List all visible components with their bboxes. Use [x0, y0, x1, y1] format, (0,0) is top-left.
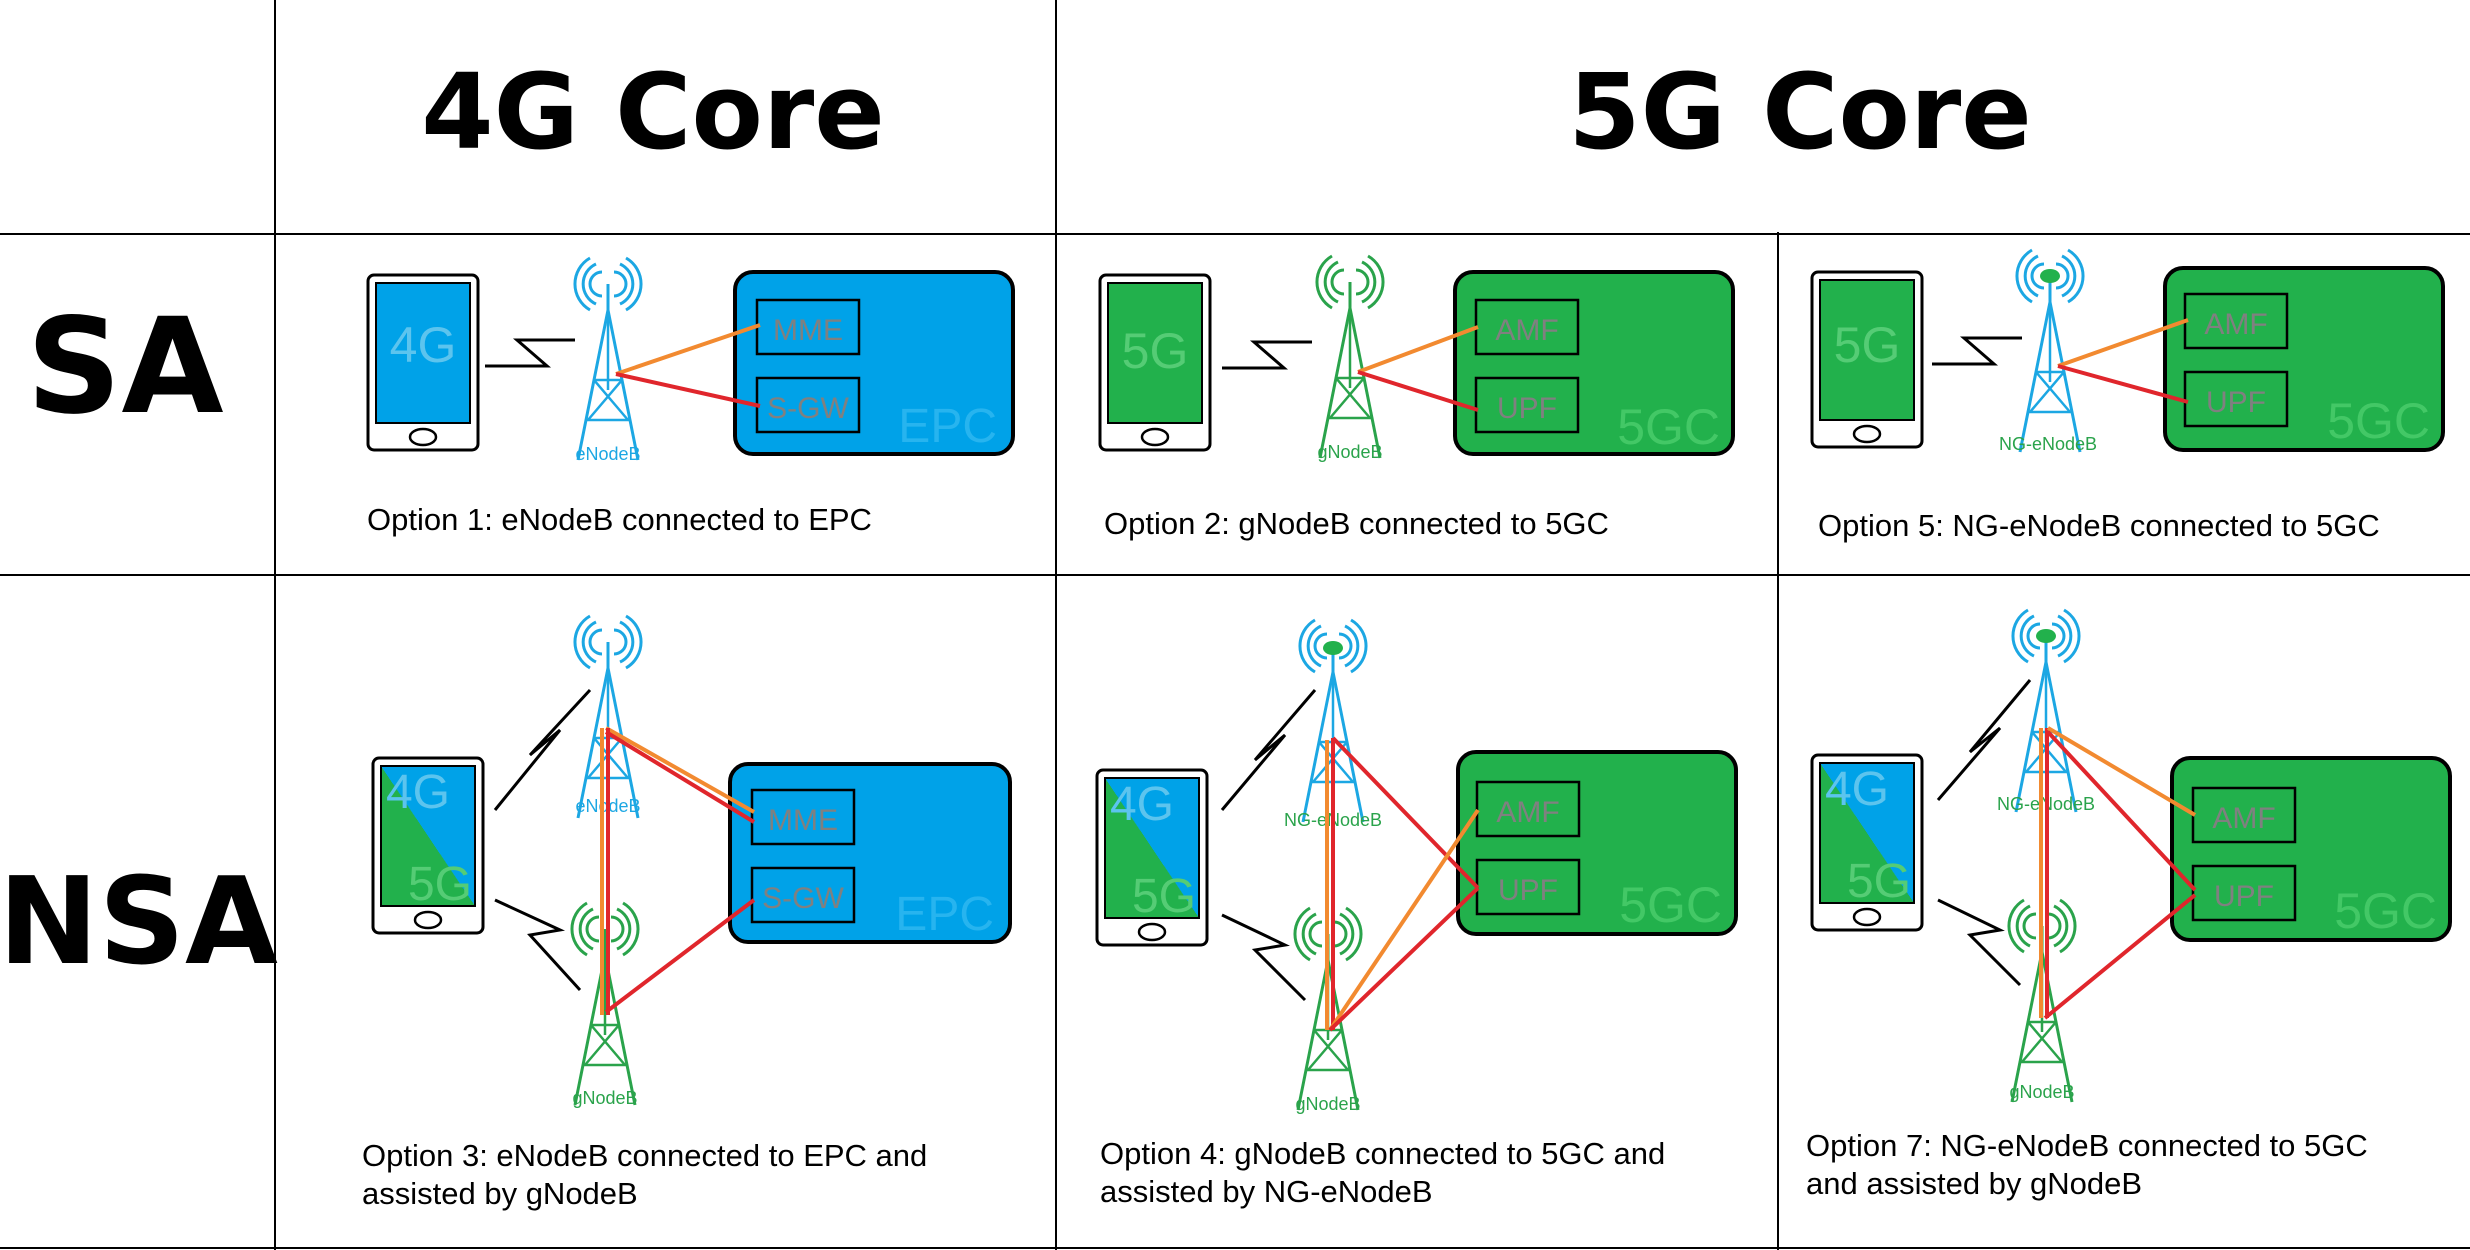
option-2-diagram: 5G gNodeB 5GC AMF UPF Option 2: gNodeB c…	[1098, 254, 1735, 541]
wireless-link-icon	[1220, 689, 1317, 811]
option-2-caption: Option 2: gNodeB connected to 5GC	[1104, 506, 1609, 541]
option-7-caption-line1: Option 7: NG-eNodeB connected to 5GC	[1806, 1128, 2368, 1163]
wireless-link-icon	[493, 688, 592, 811]
wireless-link-icon	[1937, 898, 2022, 987]
5gc-core-box	[1453, 270, 1735, 456]
upf-box	[1474, 376, 1580, 434]
user-plane-link	[2057, 364, 2189, 404]
control-plane-link	[1328, 808, 1480, 1032]
upf-label: UPF	[1498, 874, 1558, 907]
core-label: EPC	[895, 888, 994, 941]
option-7-caption-line2: and assisted by gNodeB	[1806, 1166, 2142, 1201]
option-3-caption-line2: assisted by gNodeB	[362, 1176, 638, 1211]
amf-box	[1475, 780, 1581, 838]
user-plane-link	[1331, 736, 1480, 890]
epc-core-box	[728, 762, 1012, 944]
user-plane-link	[2046, 730, 2197, 892]
tower-label: eNodeB	[575, 444, 640, 464]
phone-label-4g: 4G	[386, 766, 450, 819]
phone-label: 5G	[1834, 317, 1901, 373]
column-header-5g-core: 5G Core	[1568, 51, 2032, 173]
mme-box	[750, 788, 856, 846]
amf-label: AMF	[1495, 314, 1558, 347]
upf-label: UPF	[1497, 392, 1557, 425]
option-5-caption: Option 5: NG-eNodeB connected to 5GC	[1818, 508, 2380, 543]
control-plane-link	[2057, 318, 2189, 368]
tower-label: NG-eNodeB	[1999, 434, 2097, 454]
gnodeb-tower-icon	[570, 901, 640, 1107]
sgw-box	[750, 866, 856, 924]
5gc-core-box	[2170, 756, 2452, 942]
core-label: 5GC	[2334, 883, 2437, 939]
sgw-label: S-GW	[767, 392, 849, 425]
user-plane-link	[604, 730, 756, 824]
tower-bottom-label: gNodeB	[2009, 1082, 2074, 1102]
amf-label: AMF	[2204, 308, 2267, 341]
core-label: EPC	[898, 400, 997, 453]
option-1-caption: Option 1: eNodeB connected to EPC	[367, 502, 872, 537]
upf-label: UPF	[2206, 386, 2266, 419]
wireless-link-icon	[1221, 913, 1307, 1002]
upf-box	[2191, 864, 2297, 922]
upf-box	[2183, 370, 2289, 428]
option-4-diagram: 4G 5G NG-eNodeB gNodeB 5GC AMF UPF Optio…	[1095, 618, 1738, 1209]
amf-label: AMF	[1496, 796, 1559, 829]
option-3-diagram: 4G 5G eNodeB gNodeB EPC MME S-GW Option …	[362, 614, 1012, 1211]
phone-label-4g: 4G	[1825, 763, 1889, 816]
user-plane-link	[2043, 893, 2197, 1020]
column-header-4g-core: 4G Core	[421, 51, 885, 173]
amf-label: AMF	[2212, 802, 2275, 835]
user-plane-link	[615, 372, 761, 408]
option-3-caption-line1: Option 3: eNodeB connected to EPC and	[362, 1138, 927, 1173]
option-4-caption-line1: Option 4: gNodeB connected to 5GC and	[1100, 1136, 1665, 1171]
phone-label-4g: 4G	[1110, 778, 1174, 831]
tower-bottom-label: gNodeB	[1295, 1094, 1360, 1114]
control-plane-link	[1357, 325, 1479, 374]
phone-label-5g: 5G	[1847, 855, 1911, 908]
epc-core-box	[733, 270, 1015, 456]
option-1-diagram: 4G eNodeB EPC MME S-GW Option 1: eNodeB …	[366, 256, 1015, 537]
wireless-link-icon	[1936, 679, 2032, 801]
wireless-link-icon	[483, 338, 577, 368]
upf-label: UPF	[2214, 880, 2274, 913]
sgw-label: S-GW	[762, 882, 844, 915]
control-plane-link	[615, 323, 761, 376]
core-label: 5GC	[1617, 399, 1720, 455]
mme-label: MME	[768, 804, 838, 837]
row-header-sa: SA	[26, 290, 223, 444]
option-5-diagram: 5G NG-eNodeB 5GC AMF UPF Option 5: NG-eN…	[1810, 248, 2445, 543]
control-plane-link	[2046, 726, 2197, 817]
option-7-diagram: 4G 5G NG-eNodeB gNodeB 5GC AMF UPF Optio…	[1806, 608, 2452, 1201]
wireless-link-icon	[1930, 336, 2024, 366]
phone-label: 4G	[390, 317, 457, 373]
tower-bottom-label: gNodeB	[572, 1088, 637, 1108]
enodeb-tower-icon	[573, 256, 643, 462]
gnodeb-tower-icon	[1315, 254, 1385, 460]
row-header-nsa: NSA	[0, 853, 278, 992]
option-4-caption-line2: assisted by NG-eNodeB	[1100, 1174, 1433, 1209]
5gc-core-box	[2163, 266, 2445, 452]
mme-label: MME	[773, 314, 843, 347]
control-plane-link	[605, 726, 755, 814]
tower-label: gNodeB	[1317, 442, 1382, 462]
ng-enodeb-head-icon	[2036, 629, 2056, 643]
wireless-link-icon	[494, 898, 582, 992]
user-plane-link	[1357, 370, 1479, 412]
ng-enodeb-head-icon	[2040, 269, 2060, 283]
user-plane-link	[604, 898, 756, 1014]
phone-label-5g: 5G	[1132, 870, 1196, 923]
wireless-link-icon	[1220, 340, 1314, 370]
core-label: 5GC	[1619, 877, 1722, 933]
core-label: 5GC	[2327, 393, 2430, 449]
phone-label-5g: 5G	[408, 858, 472, 911]
ng-enodeb-head-icon	[1323, 641, 1343, 655]
phone-label: 5G	[1122, 323, 1189, 379]
user-plane-link	[1328, 886, 1480, 1032]
